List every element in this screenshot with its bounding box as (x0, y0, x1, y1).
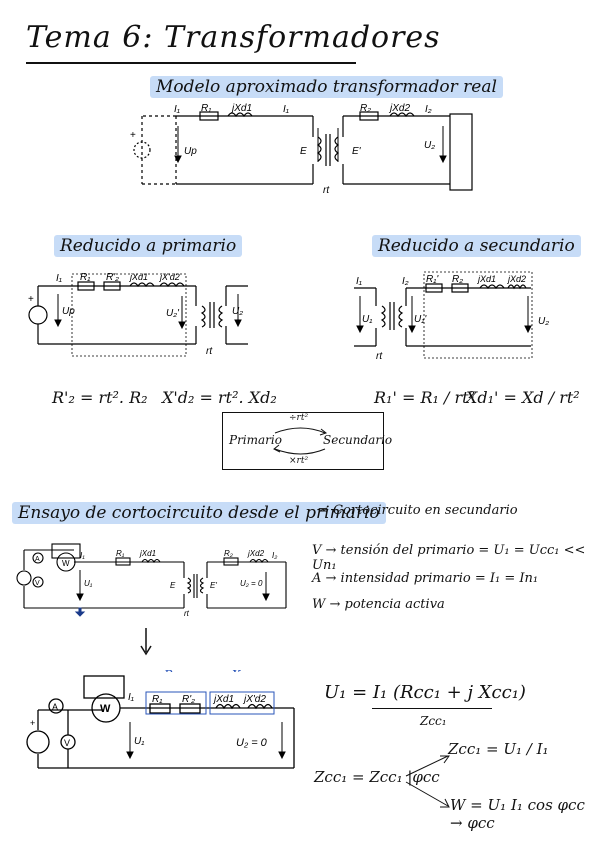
rs-label-i2: I₂ (402, 276, 409, 287)
circuit-reduced-secondary: I₁ I₂ R₁' R₂ jXd1 jXd2 U₁ U₁' U₂ rt (346, 266, 556, 362)
bullet-wattmeter: W → potencia activa (312, 597, 445, 612)
rs-label-u2: U₂ (538, 316, 549, 327)
rs-label-i1: I₁ (356, 276, 362, 287)
rs-label-jxd2: jXd2 (507, 274, 526, 284)
formula-xd1-prime: Xd₁' = Xd / rt² (466, 388, 580, 407)
e-label-u2zero: U₂ = 0 (236, 737, 268, 749)
heading-short-circuit-test: Ensayo de cortocircuito desde el primari… (12, 502, 386, 524)
branch-arrows-icon (405, 755, 450, 808)
heading-reduced-secondary: Reducido a secundario (372, 235, 581, 257)
equation-zcc-ratio: Zcc₁ = U₁ / I₁ (448, 740, 549, 758)
t-label-ep: E' (210, 581, 217, 590)
rp-label-up: Up (62, 306, 75, 317)
equation-power: W = U₁ I₁ cos φcc → φcc (450, 796, 585, 832)
formula-r2-prime: R'₂ = rt². R₂ (52, 388, 148, 407)
rs-label-u1: U₁ (362, 314, 372, 325)
label-rt: rt (323, 185, 330, 196)
formula-xd2-prime: X'd₂ = rt². Xd₂ (162, 388, 277, 407)
e-label-w: W (100, 703, 111, 715)
t-label-rt: rt (184, 609, 190, 618)
rp-label-jxpd2: jX'd2 (159, 272, 180, 282)
rp-label-i1: I₁ (56, 273, 62, 284)
label-i1-b: I₁ (283, 104, 289, 115)
circuit-reduced-primary: I₁ R₁ R'₂ jXd1 jX'd2 Up U₂' U₂ rt + (26, 266, 254, 358)
e-label-r2p: R'₂ (182, 694, 195, 705)
equation-zcc-label: Zcc₁ (420, 714, 447, 728)
conv-secondary: Secundario (323, 433, 393, 447)
rp-label-u2: U₂ (232, 306, 243, 317)
conv-div: ÷rt² (289, 413, 309, 423)
rp-label-u2p: U₂' (166, 308, 180, 319)
label-up: Up (184, 146, 197, 157)
bullet-voltmeter: V → tensión del primario = U₁ = Ucc₁ << … (312, 543, 586, 573)
section-heading-model: Modelo aproximado transformador real (150, 76, 503, 98)
circuit-test-setup: A V W I₁ R₁ jXd1 U₁ E E' R₂ jXd2 I₂ U₂ =… (14, 542, 294, 618)
t-label-w: W (62, 559, 70, 568)
label-i2: I₂ (425, 104, 432, 115)
label-jxd1: jXd1 (230, 103, 252, 114)
bullet-ammeter: A → intensidad primario = I₁ = In₁ (312, 571, 539, 586)
e-label-i1: I₁ (128, 692, 134, 703)
title-underline (26, 62, 356, 64)
rp-label-jxd1: jXd1 (129, 272, 148, 282)
label-r1: R₁ (201, 103, 211, 114)
formula-r1-prime: R₁' = R₁ / rt² (374, 388, 475, 407)
t-label-jxd2: jXd2 (247, 549, 265, 558)
conv-arrows-icon (273, 427, 328, 455)
rs-label-u1p: U₁' (414, 314, 427, 325)
t-label-r2: R₂ (224, 549, 233, 558)
equation-brace (372, 708, 492, 709)
rp-label-rt: rt (206, 346, 213, 357)
t-label-u1: U₁ (84, 579, 93, 588)
t-label-v: V (35, 580, 40, 587)
circuit-model: I₁ R₁ jXd1 I₁ R₂ jXd2 I₂ Up E E' U₂ rt + (128, 102, 478, 197)
conv-mul: ×rt² (289, 456, 309, 466)
rs-label-jxd1: jXd1 (477, 274, 496, 284)
equation-main: U₁ = I₁ (Rcc₁ + j Xcc₁) (324, 682, 526, 703)
label-e: E (300, 146, 307, 157)
t-label-r1: R₁ (116, 549, 125, 558)
page-title: Tema 6: Transformadores (26, 20, 441, 55)
rp-label-r2p: R'₂ (106, 272, 119, 283)
short-circuit-note: ⇒ Cortocircuito en secundario (318, 503, 518, 518)
equation-zcc-polar: Zcc₁ = Zcc₁ |φcc (314, 768, 440, 786)
t-label-jxd1: jXd1 (139, 549, 156, 558)
e-label-v: V (64, 738, 70, 748)
rs-label-r2: R₂ (452, 274, 463, 285)
e-label-plus: + (30, 718, 35, 728)
conv-primary: Primario (229, 433, 282, 447)
t-label-i1: I₁ (80, 551, 85, 560)
t-label-a: A (35, 556, 40, 563)
rp-label-r1: R₁ (80, 272, 90, 283)
label-i1: I₁ (174, 104, 180, 115)
rs-label-rt: rt (376, 351, 383, 362)
e-label-a: A (52, 702, 58, 712)
rs-label-r1p: R₁' (426, 274, 439, 285)
rp-label-plus: + (28, 294, 34, 305)
circuit-equivalent: A V W I₁ R₁ R'₂ jXd1 jX'd2 U₁ U₂ = 0 + (26, 672, 301, 782)
e-label-jxd1: jXd1 (212, 694, 234, 705)
e-label-u1: U₁ (134, 736, 144, 747)
t-label-u2zero: U₂ = 0 (240, 579, 263, 588)
label-jxd2: jXd2 (388, 103, 410, 114)
label-ep: E' (352, 146, 362, 157)
label-u2: U₂ (424, 140, 435, 151)
t-label-e: E (170, 581, 176, 590)
label-plus: + (130, 130, 136, 141)
t-label-i2: I₂ (272, 551, 277, 560)
e-label-jxpd2: jX'd2 (242, 694, 266, 705)
e-label-r1: R₁ (152, 694, 162, 705)
label-r2: R₂ (360, 103, 371, 114)
heading-reduced-primary: Reducido a primario (54, 235, 243, 257)
down-arrow-icon (140, 628, 152, 656)
conversion-box: Primario Secundario ÷rt² ×rt² (222, 412, 392, 470)
